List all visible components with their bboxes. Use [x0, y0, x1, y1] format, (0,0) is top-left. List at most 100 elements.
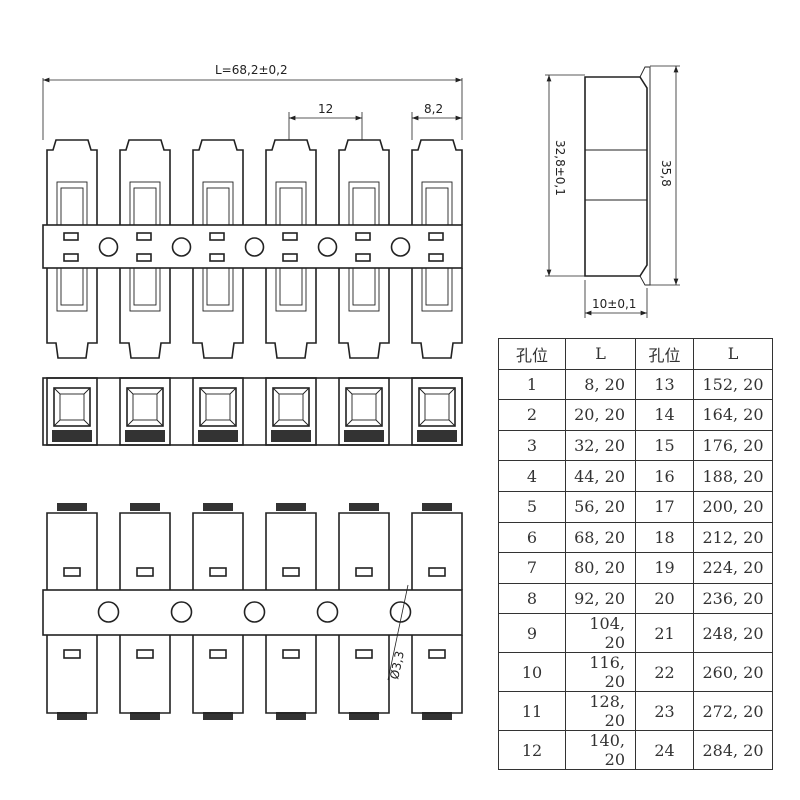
overall-length-dimension: L=68,2±0,2 — [42, 63, 463, 140]
wire-entry-bevel — [53, 387, 91, 427]
table-cell: 260, 20 — [693, 652, 773, 693]
pitch-label: 12 — [318, 102, 333, 116]
table-cell: 20, 20 — [565, 399, 636, 431]
overall-length-label: L=68,2±0,2 — [215, 63, 288, 77]
contact-strip — [417, 430, 457, 442]
table-cell: 7 — [498, 552, 566, 584]
slot — [282, 567, 300, 577]
table-cell: 92, 20 — [565, 582, 636, 615]
table-cell: 21 — [635, 613, 694, 654]
mounting-hole — [98, 237, 119, 257]
lever-bottom — [46, 268, 98, 359]
table-cell: 104, 20 — [565, 613, 636, 654]
spring-bottom — [57, 712, 87, 720]
table-cell: 11 — [498, 691, 566, 732]
cell — [192, 377, 244, 446]
table-cell: 18 — [635, 521, 694, 554]
slot — [428, 253, 444, 262]
slot — [355, 253, 371, 262]
lever-top — [46, 139, 98, 225]
lever-bottom — [338, 268, 390, 359]
wire-entry-bevel — [199, 387, 237, 427]
table-cell: 1 — [498, 368, 566, 401]
spring-top — [203, 503, 233, 511]
contact-strip — [344, 430, 384, 442]
clamp-bottom — [421, 267, 453, 312]
header-position: 孔位 — [498, 338, 566, 370]
wire-entry-inner — [205, 393, 231, 421]
table-cell: 13 — [635, 368, 694, 401]
table-cell: 4 — [498, 460, 566, 492]
table-cell: 140, 20 — [565, 730, 636, 771]
spring-bottom — [130, 712, 160, 720]
table-cell: 116, 20 — [565, 652, 636, 693]
clamp-bottom-inner — [352, 267, 376, 306]
table-cell: 224, 20 — [693, 552, 773, 584]
slot — [355, 567, 373, 577]
slot — [428, 567, 446, 577]
clamp-bottom-inner — [60, 267, 84, 306]
table-cell: 44, 20 — [565, 460, 636, 492]
depth-label: 10±0,1 — [592, 297, 636, 311]
spring-top — [349, 503, 379, 511]
mounting-hole — [170, 601, 193, 623]
mounting-hole — [243, 601, 266, 623]
slot — [428, 649, 446, 659]
housing-top — [119, 512, 171, 590]
table-cell: 16 — [635, 460, 694, 492]
spring-top — [57, 503, 87, 511]
lever-top — [265, 139, 317, 225]
clamp-bottom-inner — [425, 267, 449, 306]
clamp-top-inner — [425, 187, 449, 226]
wire-entry-inner — [351, 393, 377, 421]
cell — [46, 377, 98, 446]
table-cell: 12 — [498, 730, 566, 771]
table-cell: 19 — [635, 552, 694, 584]
slot — [63, 253, 79, 262]
wire-entry-bevel — [272, 387, 310, 427]
wire-entry-outer — [272, 387, 310, 427]
contact-strip — [125, 430, 165, 442]
housing-top — [411, 512, 463, 590]
housing-bottom — [411, 635, 463, 714]
slot — [63, 232, 79, 241]
table-cell: 23 — [635, 691, 694, 732]
wire-entry-inner — [278, 393, 304, 421]
wire-entry-outer — [345, 387, 383, 427]
contact-strip — [198, 430, 238, 442]
table-cell: 3 — [498, 429, 566, 462]
lever-top — [411, 139, 463, 225]
lever-bottom — [265, 268, 317, 359]
table-cell: 15 — [635, 429, 694, 462]
hole-diameter-label: Ø3,3 — [387, 650, 407, 681]
table-cell: 22 — [635, 652, 694, 693]
spring-bottom — [422, 712, 452, 720]
lever-top — [119, 139, 171, 225]
table-cell: 20 — [635, 582, 694, 615]
wire-entry-inner — [59, 393, 85, 421]
housing-bottom — [265, 635, 317, 714]
clamp-top-inner — [279, 187, 303, 226]
slot — [282, 649, 300, 659]
bottom-strip — [42, 589, 463, 636]
lever-top — [192, 139, 244, 225]
slot — [209, 232, 225, 241]
body-height-label: 32,8±0,1 — [553, 140, 567, 196]
table-cell: 152, 20 — [693, 368, 773, 401]
clamp-bottom — [275, 267, 307, 312]
slot — [282, 232, 298, 241]
wire-entry-outer — [126, 387, 164, 427]
clamp-bottom-inner — [206, 267, 230, 306]
table-cell: 24 — [635, 730, 694, 771]
clamp-bottom — [348, 267, 380, 312]
wire-entry-bevel — [126, 387, 164, 427]
mounting-hole — [244, 237, 265, 257]
slot — [355, 232, 371, 241]
